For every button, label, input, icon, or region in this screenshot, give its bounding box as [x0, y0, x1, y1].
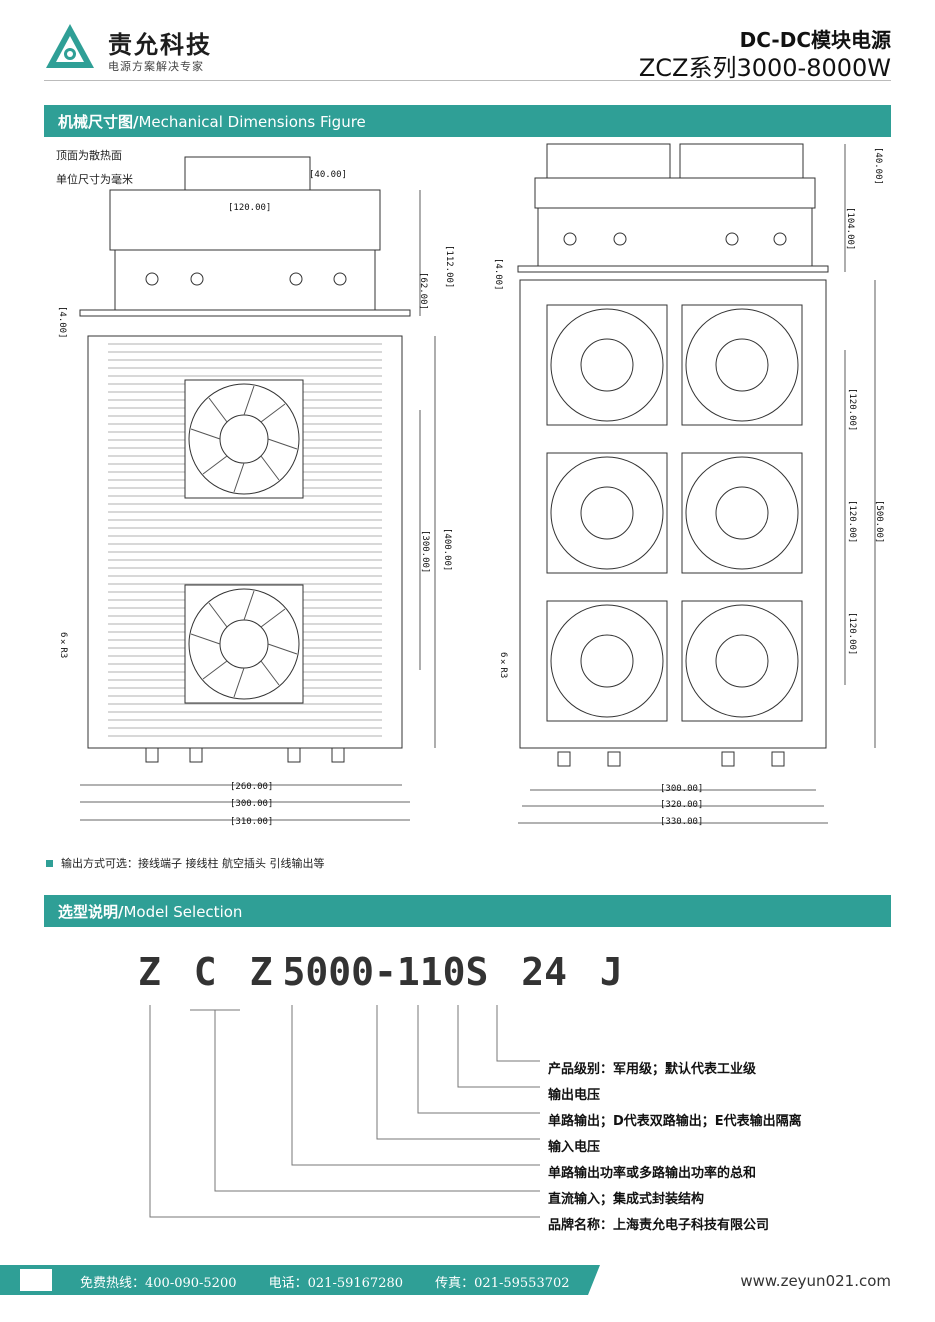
footer-hotline: 免费热线：400-090-5200 [80, 1276, 237, 1291]
desc-output-voltage: 输出电压 [548, 1088, 601, 1103]
dim-right-r3: 6×R3 [498, 652, 508, 679]
desc-output-type: 单路输出；D代表双路输出；E代表输出隔离 [548, 1114, 802, 1129]
code-output-type: S [465, 950, 489, 994]
dim-left-4: [4.00] [57, 306, 67, 339]
output-options-text: 输出方式可选：接线端子 接线柱 航空插头 引线输出等 [61, 857, 325, 870]
code-grade: J [599, 950, 623, 994]
product-series: ZCZ系列3000-8000W [638, 54, 891, 82]
desc-grade: 产品级别：军用级；默认代表工业级 [548, 1062, 757, 1077]
brand-slogan: 电源方案解决专家 [108, 60, 204, 73]
section-title: 机械尺寸图/ [58, 113, 139, 131]
fan-bottom [184, 584, 304, 704]
note-top-surface: 顶面为散热面 [56, 149, 122, 162]
footer-white-box [20, 1269, 52, 1291]
fan-grid [546, 304, 803, 722]
desc-input-voltage: 输入电压 [548, 1140, 601, 1155]
section-subtitle: Model Selection [123, 903, 243, 921]
brand-name: 责允科技 [108, 31, 212, 59]
footer-phone: 电话：021-59167280 [268, 1276, 404, 1291]
dim-right-500: [500.00] [874, 500, 884, 544]
footer-fax: 传真：021-59553702 [435, 1276, 570, 1291]
dim-left-310: [310.00] [230, 817, 274, 827]
left-mechanical-drawing [79, 156, 436, 821]
dim-right-40: [40.00] [873, 147, 883, 185]
company-logo [44, 22, 96, 72]
code-power: 5000 [282, 950, 374, 994]
dim-left-260: [260.00] [230, 782, 274, 792]
dim-left-112: [112.00] [444, 245, 454, 289]
note-units: 单位尺寸为毫米 [56, 173, 133, 186]
fan-top [184, 379, 304, 499]
dim-left-40: [40.00] [309, 170, 347, 180]
dim-right-120-c: [120.00] [847, 612, 857, 656]
code-input-voltage: -110 [373, 950, 466, 994]
dim-right-4: [4.00] [493, 258, 503, 291]
model-leader-lines [149, 1005, 540, 1218]
dim-left-400: [400.00] [442, 528, 452, 572]
code-dc-input: C [193, 950, 217, 994]
code-output-voltage: 24 [521, 950, 568, 994]
output-options-note: 输出方式可选：接线端子 接线柱 航空插头 引线输出等 [46, 855, 325, 871]
footer-contacts: 免费热线：400-090-5200 电话：021-59167280 传真：021… [80, 1272, 598, 1291]
section-mechanical: 机械尺寸图/Mechanical Dimensions Figure [44, 105, 891, 137]
dim-left-300: [300.00] [230, 799, 274, 809]
footer-website-link[interactable]: www.zeyun021.com [740, 1272, 891, 1290]
dim-right-120-b: [120.00] [847, 500, 857, 544]
section-title: 选型说明/ [58, 903, 124, 921]
desc-brand: 品牌名称：上海责允电子科技有限公司 [548, 1218, 770, 1233]
dim-left-62: [62.00] [418, 272, 428, 310]
section-subtitle: Mechanical Dimensions Figure [138, 113, 366, 131]
bullet-square-icon [46, 860, 53, 867]
right-mechanical-drawing [517, 143, 876, 824]
dim-left-120: [120.00] [228, 203, 272, 213]
dim-right-120-a: [120.00] [847, 388, 857, 432]
dim-right-300: [300.00] [660, 784, 704, 794]
product-title: DC-DC模块电源 [739, 28, 891, 52]
code-integrated: Z [249, 950, 273, 994]
desc-power: 单路输出功率或多路输出功率的总和 [548, 1166, 757, 1181]
header-divider [44, 80, 891, 81]
code-brand: Z [138, 950, 161, 994]
dim-right-330: [330.00] [660, 817, 704, 827]
dim-left-r3: 6×R3 [58, 632, 68, 659]
desc-dc-input: 直流输入；集成式封装结构 [548, 1192, 705, 1207]
dim-right-320: [320.00] [660, 800, 704, 810]
footer-bar [0, 1265, 600, 1295]
dim-right-104: [104.00] [845, 207, 855, 251]
section-model-selection: 选型说明/Model Selection [44, 895, 891, 927]
dim-left-300-vertical: [300.00] [420, 530, 430, 574]
